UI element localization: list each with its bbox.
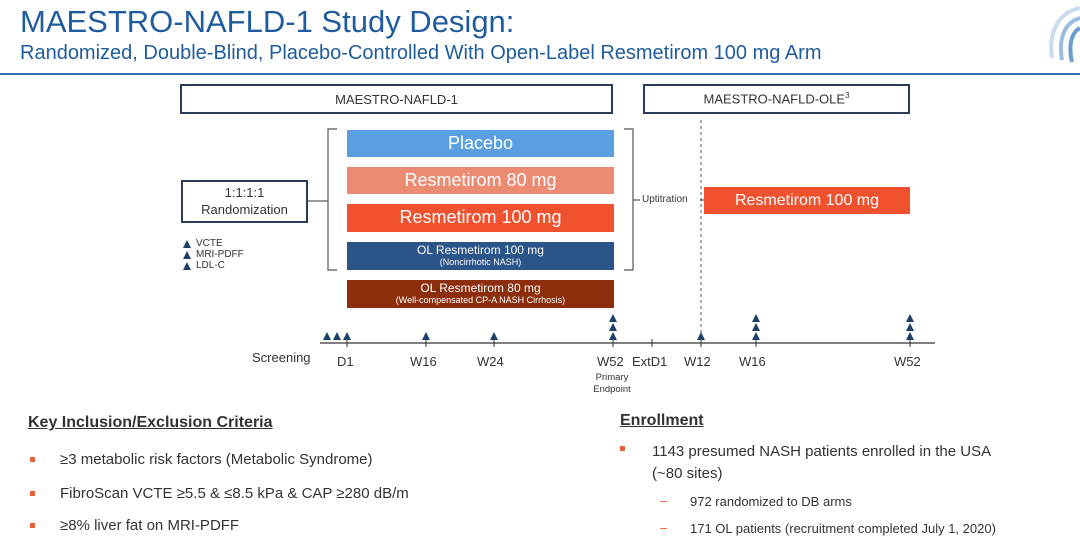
enrollment-heading: Enrollment — [620, 412, 704, 429]
criteria-item: ≥8% liver fat on MRI-PDFF — [30, 517, 239, 534]
study-main-label: MAESTRO-NAFLD-1 — [335, 91, 458, 107]
randomization-box: 1:1:1:1 Randomization — [181, 180, 308, 223]
logo-icon — [1049, 6, 1080, 62]
timeline-label: W52 — [894, 354, 921, 369]
timeline-label: D1 — [337, 354, 354, 369]
criteria-item: ≥3 metabolic risk factors (Metabolic Syn… — [30, 451, 373, 468]
arm-ol-resmetirom-80: OL Resmetirom 80 mg (Well-compensated CP… — [347, 280, 614, 308]
timeline-label: W24 — [477, 354, 504, 369]
enrollment-subitem: –972 randomized to DB arms — [660, 493, 852, 509]
randomization-ratio: 1:1:1:1 — [224, 185, 265, 201]
arm-ol-resmetirom-100: OL Resmetirom 100 mg (Noncirrhotic NASH) — [347, 242, 614, 270]
criteria-item: FibroScan VCTE ≥5.5 & ≤8.5 kPa & CAP ≥28… — [30, 485, 409, 502]
title-divider — [0, 73, 1080, 75]
arm-resmetirom-80: Resmetirom 80 mg — [347, 167, 614, 194]
triangle-icon — [183, 239, 191, 248]
triangle-icon — [183, 250, 191, 259]
study-ole-box: MAESTRO-NAFLD-OLE3 — [643, 84, 910, 114]
timeline-label: W16 — [410, 354, 437, 369]
arm-resmetirom-100: Resmetirom 100 mg — [347, 204, 614, 232]
enrollment-item: 1143 presumed NASH patients enrolled in … — [620, 441, 991, 485]
arm-placebo: Placebo — [347, 130, 614, 157]
criteria-heading: Key Inclusion/Exclusion Criteria — [28, 414, 273, 431]
page-title: MAESTRO-NAFLD-1 Study Design: — [20, 4, 515, 39]
timeline-label: W52 — [597, 354, 624, 369]
timeline-label: ExtD1 — [632, 354, 668, 369]
timeline-markers — [323, 314, 914, 340]
study-ole-label: MAESTRO-NAFLD-OLE3 — [703, 91, 850, 107]
legend-mri-pdff: MRI-PDFF — [183, 249, 244, 260]
triangle-icon — [183, 261, 191, 270]
timeline-label: W12 — [684, 354, 711, 369]
timeline-label: W16 — [739, 354, 766, 369]
primary-endpoint-label: Primary Endpoint — [593, 372, 631, 396]
page-subtitle: Randomized, Double-Blind, Placebo-Contro… — [20, 42, 822, 64]
enrollment-subitem: –171 OL patients (recruitment completed … — [660, 520, 996, 536]
randomization-label: Randomization — [201, 201, 288, 217]
timeline-screening: Screening — [252, 350, 311, 365]
study-main-box: MAESTRO-NAFLD-1 — [180, 84, 613, 114]
legend-vctE: VCTE — [183, 238, 244, 249]
arm-ole-resmetirom-100: Resmetirom 100 mg — [704, 187, 910, 214]
legend-ldl-c: LDL-C — [183, 260, 244, 271]
assessment-legend: VCTE MRI-PDFF LDL-C — [183, 238, 244, 271]
uptitration-label: Uptitration — [640, 194, 690, 205]
